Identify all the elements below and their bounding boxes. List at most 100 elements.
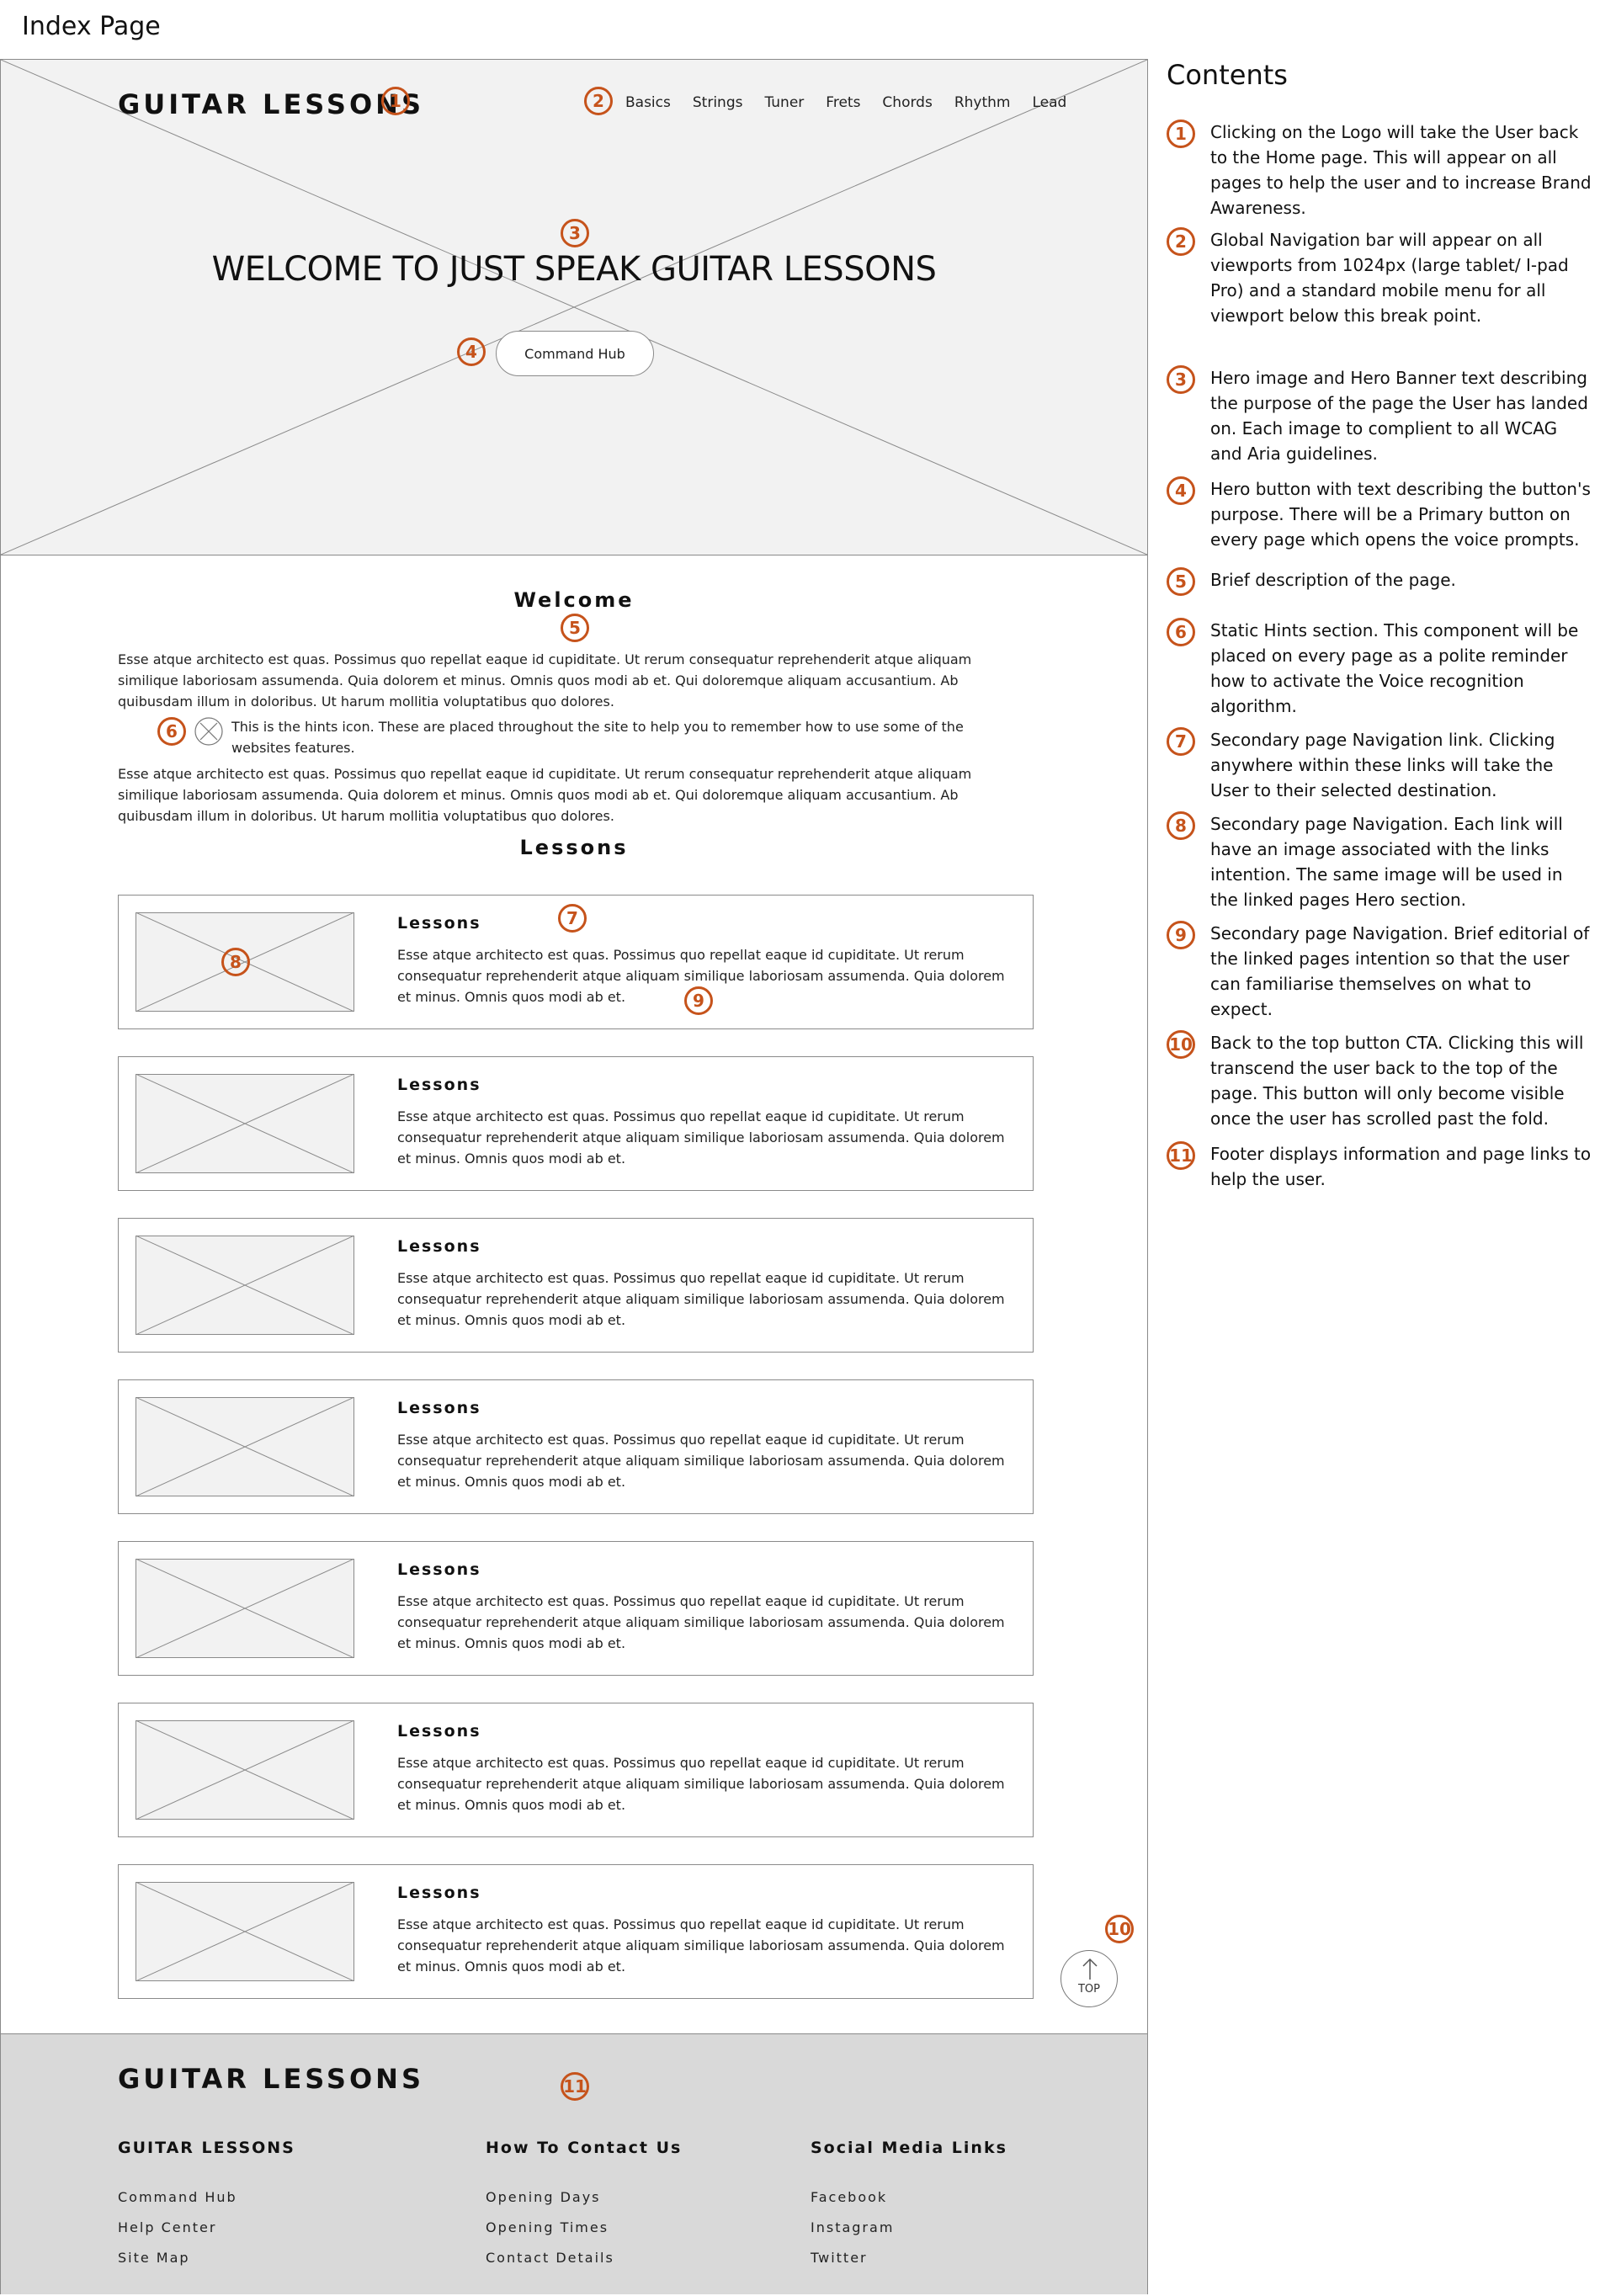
nav-item-strings[interactable]: Strings	[692, 94, 743, 111]
footer-link-facebook[interactable]: Facebook	[811, 2189, 888, 2205]
welcome-paragraph-2: Esse atque architecto est quas. Possimus…	[118, 766, 972, 824]
welcome-paragraph-1: Esse atque architecto est quas. Possimus…	[118, 651, 972, 710]
lesson-card[interactable]: Lessons Esse atque architecto est quas. …	[118, 895, 1034, 1029]
marker-4: 4	[457, 337, 486, 366]
lesson-cards: Lessons Esse atque architecto est quas. …	[118, 895, 1034, 2026]
lesson-image-placeholder	[136, 1397, 354, 1496]
global-nav: Basics Strings Tuner Frets Chords Rhythm…	[625, 94, 1088, 111]
contents-marker: 11	[1167, 1141, 1195, 1170]
footer-link-twitter[interactable]: Twitter	[811, 2250, 868, 2266]
marker-3: 3	[561, 219, 589, 247]
lesson-image-placeholder	[136, 1882, 354, 1981]
footer-link-command-hub[interactable]: Command Hub	[118, 2189, 237, 2205]
lesson-card[interactable]: Lessons Esse atque architecto est quas. …	[118, 1541, 1034, 1676]
nav-item-frets[interactable]: Frets	[826, 94, 861, 111]
contents-marker: 7	[1167, 727, 1195, 756]
contents-marker: 5	[1167, 567, 1195, 596]
contents-marker: 9	[1167, 921, 1195, 949]
hero: GUITAR LESSONS 1 2 Basics Strings Tuner …	[1, 60, 1147, 555]
lesson-title: Lessons	[397, 1399, 481, 1417]
marker-7: 7	[558, 904, 587, 933]
lesson-image-placeholder	[136, 1559, 354, 1658]
lesson-description: Esse atque architecto est quas. Possimus…	[397, 1270, 1005, 1328]
marker-5: 5	[561, 614, 589, 642]
contents-marker: 2	[1167, 227, 1195, 256]
marker-2: 2	[584, 87, 613, 115]
footer-link-opening-times[interactable]: Opening Times	[486, 2219, 609, 2235]
lesson-title: Lessons	[397, 1076, 481, 1094]
contents-text: Static Hints section. This component wil…	[1210, 620, 1579, 716]
contents-text: Secondary page Navigation link. Clicking…	[1210, 730, 1555, 800]
footer: GUITAR LESSONS 11 GUITAR LESSONS Command…	[1, 2033, 1147, 2294]
marker-11: 11	[561, 2072, 589, 2101]
lesson-description: Esse atque architecto est quas. Possimus…	[397, 1916, 1005, 1974]
contents-heading: Contents	[1167, 59, 1288, 91]
nav-item-lead[interactable]: Lead	[1032, 94, 1067, 111]
page-title: Index Page	[22, 12, 161, 41]
contents-text: Global Navigation bar will appear on all…	[1210, 230, 1569, 326]
footer-link-instagram[interactable]: Instagram	[811, 2219, 895, 2235]
contents-marker: 1	[1167, 120, 1195, 148]
lesson-title: Lessons	[397, 914, 481, 933]
contents-marker: 3	[1167, 365, 1195, 394]
lesson-description: Esse atque architecto est quas. Possimus…	[397, 1432, 1005, 1490]
lesson-title: Lessons	[397, 1237, 481, 1256]
footer-link-contact-details[interactable]: Contact Details	[486, 2250, 614, 2266]
contents-text: Secondary page Navigation. Each link wil…	[1210, 814, 1563, 910]
lesson-description: Esse atque architecto est quas. Possimus…	[397, 1593, 1005, 1651]
marker-9: 9	[684, 986, 713, 1015]
footer-column-guitar-lessons: GUITAR LESSONS Command Hub Help Center S…	[118, 2139, 295, 2280]
lesson-description: Esse atque architecto est quas. Possimus…	[397, 1755, 1005, 1813]
nav-item-tuner[interactable]: Tuner	[764, 94, 805, 111]
footer-column-contact: How To Contact Us Opening Days Opening T…	[486, 2139, 682, 2280]
footer-link-site-map[interactable]: Site Map	[118, 2250, 190, 2266]
marker-8: 8	[221, 948, 250, 976]
lessons-heading: Lessons	[519, 836, 629, 859]
footer-heading: How To Contact Us	[486, 2139, 683, 2157]
welcome-heading: Welcome	[513, 588, 635, 612]
lesson-card[interactable]: Lessons Esse atque architecto est quas. …	[118, 1864, 1034, 1999]
contents-marker: 6	[1167, 618, 1195, 646]
lesson-card[interactable]: Lessons Esse atque architecto est quas. …	[118, 1218, 1034, 1353]
contents-marker: 4	[1167, 476, 1195, 505]
lesson-description: Esse atque architecto est quas. Possimus…	[397, 947, 1005, 1005]
back-to-top-button[interactable]: TOP	[1060, 1950, 1118, 2007]
lesson-card[interactable]: Lessons Esse atque architecto est quas. …	[118, 1056, 1034, 1191]
lesson-image-placeholder	[136, 1074, 354, 1173]
contents-text: Clicking on the Logo will take the User …	[1210, 122, 1592, 218]
footer-heading: Social Media Links	[811, 2139, 1007, 2157]
command-hub-button[interactable]: Command Hub	[496, 331, 654, 376]
hints-text: This is the hints icon. These are placed…	[231, 719, 964, 756]
footer-link-help-center[interactable]: Help Center	[118, 2219, 217, 2235]
nav-item-basics[interactable]: Basics	[625, 94, 671, 111]
contents-text: Secondary page Navigation. Brief editori…	[1210, 923, 1590, 1019]
marker-10: 10	[1105, 1915, 1134, 1943]
marker-6: 6	[157, 717, 186, 746]
contents-marker: 8	[1167, 811, 1195, 840]
contents-panel: Contents 1 Clicking on the Logo will tak…	[1167, 59, 1596, 1189]
hints-icon	[194, 717, 223, 746]
contents-text: Hero button with text describing the but…	[1210, 479, 1591, 550]
lesson-description: Esse atque architecto est quas. Possimus…	[397, 1108, 1005, 1167]
wireframe: GUITAR LESSONS 1 2 Basics Strings Tuner …	[0, 59, 1148, 2294]
nav-item-rhythm[interactable]: Rhythm	[954, 94, 1011, 111]
hero-title: WELCOME TO JUST SPEAK GUITAR LESSONS	[211, 250, 937, 289]
footer-column-social: Social Media Links Facebook Instagram Tw…	[811, 2139, 1007, 2280]
logo[interactable]: GUITAR LESSONS	[118, 88, 424, 120]
lesson-title: Lessons	[397, 1722, 481, 1741]
nav-item-chords[interactable]: Chords	[882, 94, 933, 111]
footer-link-opening-days[interactable]: Opening Days	[486, 2189, 601, 2205]
footer-logo[interactable]: GUITAR LESSONS	[118, 2063, 424, 2095]
footer-heading: GUITAR LESSONS	[118, 2139, 295, 2157]
lesson-title: Lessons	[397, 1884, 481, 1902]
arrow-up-icon	[1082, 1958, 1098, 1980]
lesson-card[interactable]: Lessons Esse atque architecto est quas. …	[118, 1703, 1034, 1837]
lesson-title: Lessons	[397, 1560, 481, 1579]
contents-text: Back to the top button CTA. Clicking thi…	[1210, 1033, 1584, 1129]
lesson-image-placeholder	[136, 1720, 354, 1820]
contents-text: Brief description of the page.	[1210, 570, 1456, 590]
contents-marker: 10	[1167, 1030, 1195, 1059]
hero-image-placeholder	[1, 60, 1147, 555]
contents-text: Hero image and Hero Banner text describi…	[1210, 368, 1588, 464]
lesson-card[interactable]: Lessons Esse atque architecto est quas. …	[118, 1379, 1034, 1514]
